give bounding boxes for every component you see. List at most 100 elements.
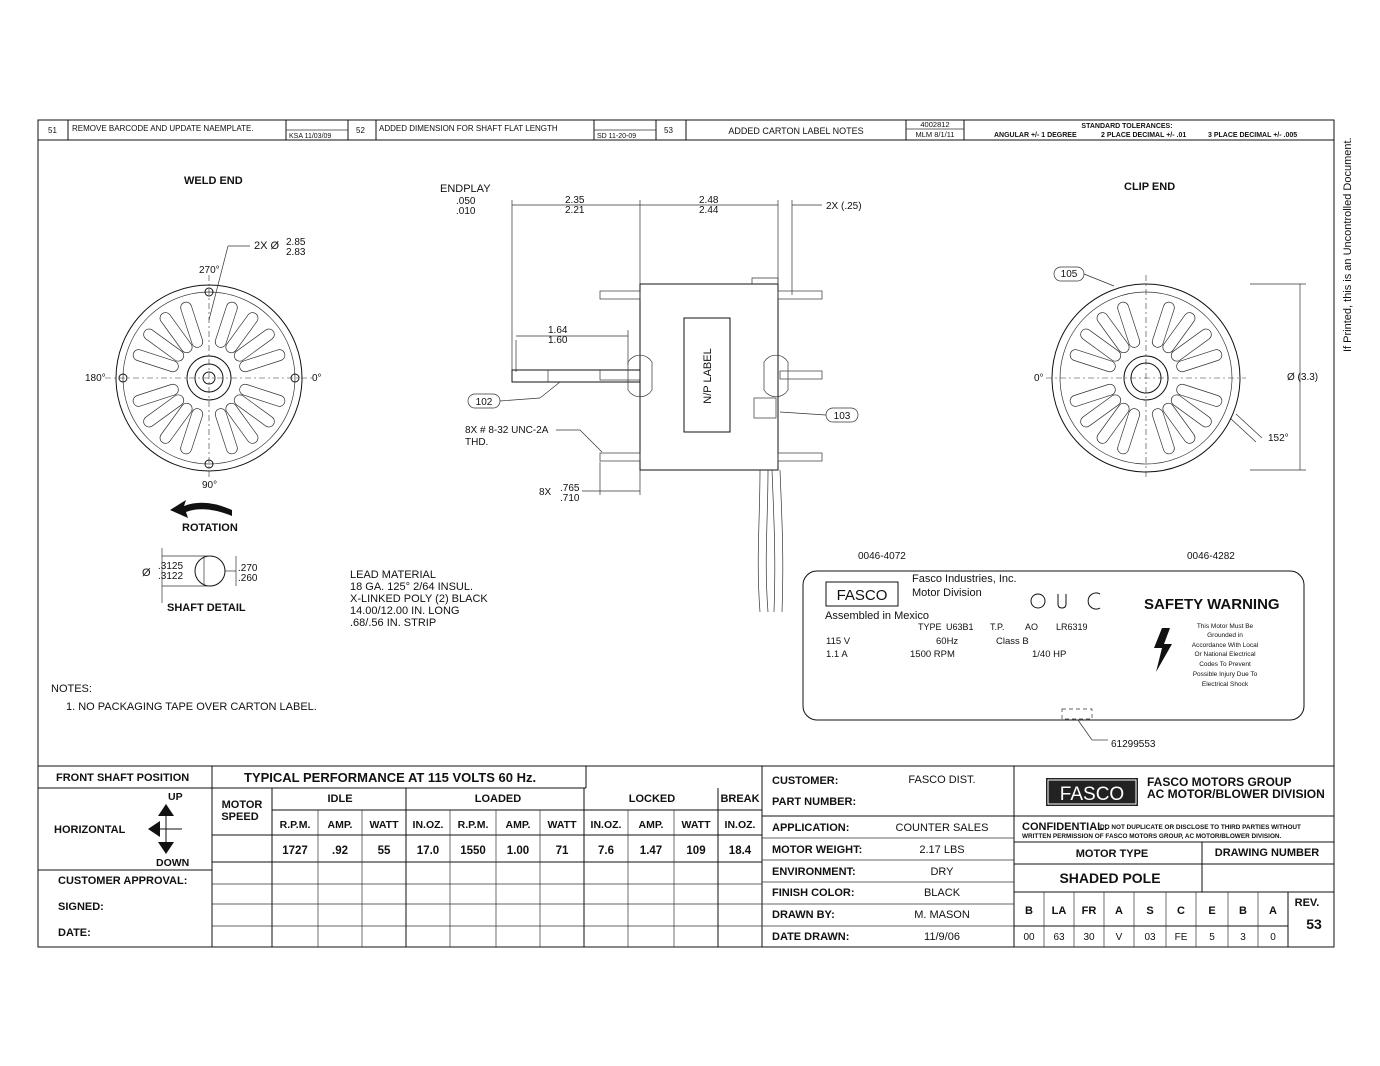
lead-material: LEAD MATERIAL 18 GA. 125° 2/64 INSUL. X-… <box>350 569 488 629</box>
revision-strip: 51 REMOVE BARCODE AND UPDATE NAEMPLATE. … <box>38 120 1334 141</box>
perf-value: 109 <box>686 845 705 857</box>
shaft-up: UP <box>168 791 183 803</box>
label-amps: 1.1 A <box>826 649 848 660</box>
shaft-dia-top: .3125 <box>158 561 183 572</box>
weld-hole-dim: 2X Ø <box>254 240 280 252</box>
label-maker-2: Motor Division <box>912 587 982 599</box>
application-value: COUNTER SALES <box>896 822 989 834</box>
label-safety-title: SAFETY WARNING <box>1144 596 1280 613</box>
label-class: Class B <box>996 636 1029 647</box>
code-value: 30 <box>1083 932 1095 943</box>
tolerance-three-place: 3 PLACE DECIMAL +/- .005 <box>1208 132 1297 139</box>
rev-53-desc: ADDED CARTON LABEL NOTES <box>728 126 863 136</box>
perf-value: 1550 <box>460 845 486 857</box>
code-letter: S <box>1146 905 1153 917</box>
perf-col-header: AMP. <box>639 819 664 831</box>
drawn-by-label: DRAWN BY: <box>772 909 835 921</box>
label-assembled: Assembled in Mexico <box>825 610 929 622</box>
shaft-horizontal: HORIZONTAL <box>54 824 126 836</box>
perf-value: 1727 <box>282 845 308 857</box>
group-line-2: AC MOTOR/BLOWER DIVISION <box>1147 787 1325 801</box>
uncontrolled-note: If Printed, this is an Uncontrolled Docu… <box>1342 137 1354 352</box>
code-value: 63 <box>1053 932 1065 943</box>
endplay-bottom: .010 <box>456 206 476 217</box>
weight-value: 2.17 LBS <box>919 844 964 856</box>
carton-label: 0046-4072 0046-4282 FASCO Fasco Industri… <box>802 551 1305 750</box>
motor-speed-2: SPEED <box>221 811 258 823</box>
motor-type-value: SHADED POLE <box>1059 870 1160 886</box>
tolerance-angular: ANGULAR +/- 1 DEGREE <box>994 132 1077 139</box>
stud-bottom: .710 <box>560 493 580 504</box>
weld-end-view: WELD END 2X Ø 2.85 2.83 270° 180° 0° 90°… <box>85 175 322 534</box>
label-code-left: 0046-4072 <box>858 551 906 562</box>
title-block-grid <box>38 765 1334 947</box>
fasco-logo <box>1046 778 1138 806</box>
perf-col-header: WATT <box>370 819 400 831</box>
thread-spec-2: THD. <box>465 437 488 448</box>
shaft-orientation-icon <box>148 804 182 854</box>
thread-spec-1: 8X # 8-32 UNC-2A <box>465 425 549 436</box>
notes-title: NOTES: <box>51 683 92 695</box>
rev-52-by: SD 11-20-09 <box>597 133 636 140</box>
confidential-line-2: WRITTEN PERMISSION OF FASCO MOTORS GROUP… <box>1022 833 1282 840</box>
perf-col-header: IN.OZ. <box>591 819 622 831</box>
finish-label: FINISH COLOR: <box>772 887 855 899</box>
lead-line-4: 14.00/12.00 IN. LONG <box>350 605 459 617</box>
notes-1: 1. NO PACKAGING TAPE OVER CARTON LABEL. <box>66 701 317 713</box>
weld-angle-270: 270° <box>199 265 220 276</box>
header-break: BREAK <box>720 793 759 805</box>
perf-col-header: AMP. <box>328 819 353 831</box>
label-code-right: 0046-4282 <box>1187 551 1235 562</box>
rotation-arrow-icon <box>170 500 232 518</box>
finish-value: BLACK <box>924 887 961 899</box>
cert-marks-icon <box>1030 592 1101 610</box>
perf-col-header: R.P.M. <box>458 819 489 831</box>
code-letter: A <box>1115 905 1123 917</box>
perf-value: 55 <box>378 845 391 857</box>
clip-end-slots <box>1069 301 1223 455</box>
shaft-detail: Ø .3125 .3122 .270 .260 SHAFT DETAIL <box>142 548 258 614</box>
lightning-icon <box>1154 628 1172 672</box>
date-drawn-label: DATE DRAWN: <box>772 931 849 943</box>
customer-value: FASCO DIST. <box>908 774 975 786</box>
stud-prefix: 8X <box>539 487 552 498</box>
customer-approval: CUSTOMER APPROVAL: <box>58 875 187 887</box>
weld-hole-bottom: 2.83 <box>286 247 306 258</box>
label-maker-1: Fasco Industries, Inc. <box>912 573 1017 585</box>
dim-221: 2.21 <box>565 205 585 216</box>
stud-top: .765 <box>560 483 580 494</box>
code-letter: LA <box>1052 905 1067 917</box>
code-letter: E <box>1208 905 1215 917</box>
shaft-flat-bottom: .260 <box>238 573 258 584</box>
dim-244: 2.44 <box>699 205 719 216</box>
endplay-label: ENDPLAY <box>440 183 491 195</box>
rev-51-no: 51 <box>48 126 57 135</box>
label-type-label: TYPE <box>918 622 942 632</box>
safety-7: Electrical Shock <box>1202 681 1249 688</box>
group-line-1: FASCO MOTORS GROUP <box>1147 775 1291 789</box>
header-locked: LOCKED <box>629 793 676 805</box>
date-drawn-value: 11/9/06 <box>924 931 960 943</box>
weld-end-title: WELD END <box>184 175 243 187</box>
label-tp: AO <box>1025 622 1038 632</box>
shaft-dia-symbol: Ø <box>142 567 151 579</box>
code-value: FE <box>1175 932 1188 943</box>
performance-title: TYPICAL PERFORMANCE AT 115 VOLTS 60 Hz. <box>244 770 536 785</box>
tolerance-title: STANDARD TOLERANCES: <box>1081 123 1172 130</box>
perf-value: 1.00 <box>507 845 529 857</box>
rev-51-by: KSA 11/03/09 <box>289 133 331 140</box>
perf-value: 7.6 <box>598 845 614 857</box>
clip-diameter: Ø (3.3) <box>1287 372 1318 383</box>
clip-end-view: CLIP END 105 0° Ø (3.3) 152° <box>1034 181 1318 478</box>
lead-line-5: .68/.56 IN. STRIP <box>350 617 436 629</box>
label-lr: LR6319 <box>1056 622 1088 632</box>
perf-col-header: AMP. <box>506 819 531 831</box>
perf-col-header: WATT <box>548 819 578 831</box>
clip-angle-152: 152° <box>1268 433 1289 444</box>
motor-speed-1: MOTOR <box>222 799 263 811</box>
shaft-down: DOWN <box>156 857 189 869</box>
dim-248: 2.48 <box>699 195 719 206</box>
title-brand: FASCO <box>1060 784 1124 805</box>
